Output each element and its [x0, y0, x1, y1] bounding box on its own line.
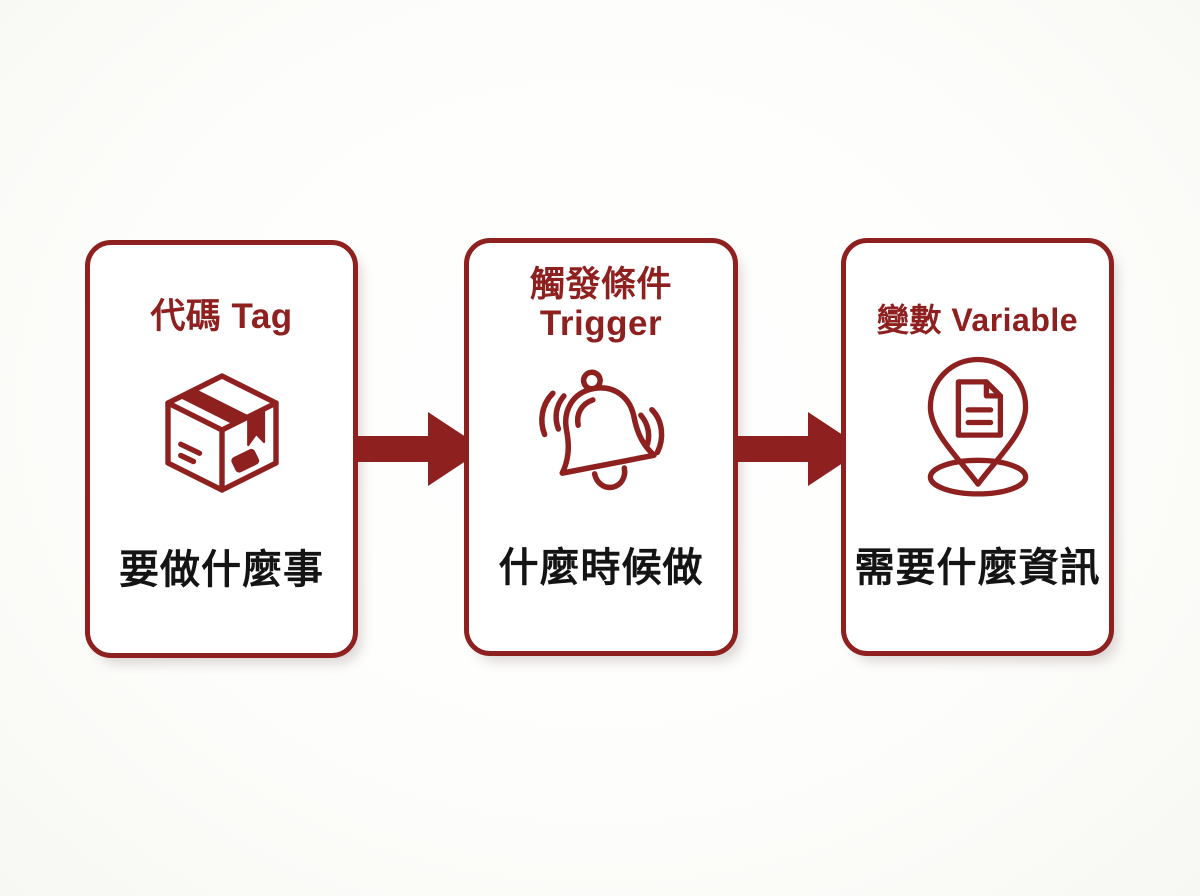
ringing-bell-icon	[525, 363, 677, 495]
card-title-variable: 變數 Variable	[876, 302, 1079, 338]
card-title-trigger: 觸發條件 Trigger	[529, 265, 672, 344]
card-title-tag: 代碼 Tag	[150, 297, 293, 336]
arrow-tag-to-trigger	[356, 408, 486, 495]
card-caption-trigger: 什麼時候做	[498, 546, 704, 590]
package-box-icon	[147, 358, 297, 508]
arrow-trigger-to-variable	[736, 408, 866, 495]
flow-step-card-tag[interactable]: 代碼 Tag	[85, 240, 358, 658]
card-caption-variable: 需要什麼資訊	[854, 546, 1101, 590]
flow-step-card-variable[interactable]: 變數 Variable 需要什麼資訊	[841, 238, 1114, 656]
flow-step-card-trigger[interactable]: 觸發條件 Trigger	[464, 238, 738, 656]
card-caption-tag: 要做什麼事	[119, 548, 324, 592]
location-pin-document-icon	[908, 351, 1048, 501]
